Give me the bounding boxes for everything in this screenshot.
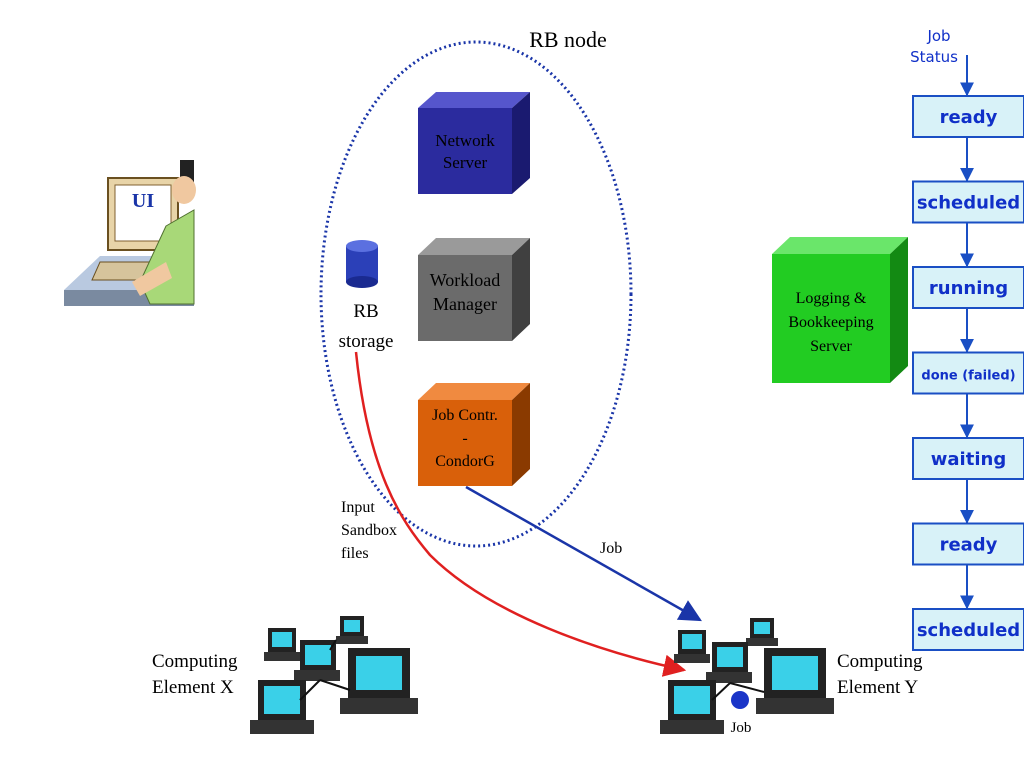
job-controller-cube[interactable]: Job Contr. - CondorG [418, 383, 530, 486]
job-submit-arrow [465, 485, 702, 622]
computing-element-x-label-2: Element X [152, 677, 234, 698]
logging-server-label-1: Logging & [796, 290, 867, 307]
computer-icon [660, 680, 724, 734]
status-box-scheduled[interactable] [912, 608, 1024, 651]
status-box-done-failed[interactable] [912, 351, 1024, 395]
computer-icon [250, 680, 314, 734]
computing-element-y-label-2: Element Y [837, 677, 918, 698]
job-controller-label-3: CondorG [435, 453, 495, 470]
computer-icon [294, 640, 340, 681]
status-label: running [929, 278, 1008, 299]
logging-server-label-2: Bookkeeping [788, 314, 873, 331]
status-label: waiting [931, 449, 1006, 470]
computer-icon [746, 618, 778, 646]
status-label: ready [940, 535, 998, 556]
network-server-label-2: Server [443, 153, 488, 172]
rb-node-boundary [319, 40, 633, 548]
status-label: done (failed) [921, 369, 1015, 384]
computer-icon [264, 628, 300, 661]
computing-element-x-label-1: Computing [152, 651, 238, 672]
workload-manager-label-2: Manager [433, 294, 497, 314]
rb-storage-label-2: storage [339, 331, 394, 352]
computer-icon [756, 648, 834, 714]
computer-icon [340, 648, 418, 714]
input-sandbox-label-2: Sandbox [341, 522, 397, 539]
ui-user-workstation[interactable]: UI [64, 160, 196, 306]
input-sandbox-arrow [354, 351, 687, 677]
job-marker-label: Job [731, 720, 752, 736]
rb-storage-label-1: RB [353, 301, 378, 322]
logging-server-label-3: Server [810, 338, 852, 355]
status-label: scheduled [917, 193, 1020, 214]
job-status-header-2: Status [910, 48, 958, 66]
job-controller-label-2: - [462, 430, 467, 447]
job-submit-label: Job [600, 540, 622, 557]
computer-icon [336, 616, 368, 644]
computing-element-y[interactable]: Job Computing Element Y [660, 618, 923, 736]
computing-element-x[interactable]: Computing Element X [152, 616, 418, 734]
network-server-label-1: Network [435, 131, 495, 150]
input-sandbox-label-3: files [341, 545, 369, 562]
input-sandbox-label-1: Input [341, 499, 375, 516]
computer-icon [674, 630, 710, 663]
workload-manager-cube[interactable]: Workload Manager [418, 238, 530, 341]
logging-bookkeeping-server-cube[interactable]: Logging & Bookkeeping Server [772, 237, 908, 383]
ui-label: UI [132, 190, 154, 212]
rb-storage-cylinder[interactable]: RB storage [339, 240, 394, 352]
workload-manager-label-1: Workload [430, 270, 501, 290]
computing-element-y-label-1: Computing [837, 651, 923, 672]
job-marker-dot[interactable] [731, 691, 749, 709]
network-server-cube[interactable]: Network Server [418, 92, 530, 194]
job-controller-label-1: Job Contr. [432, 407, 498, 424]
job-status-column: Job Status ready scheduled running done (fa… [910, 27, 1024, 651]
rb-node-title: RB node [529, 27, 607, 52]
status-box-scheduled[interactable] [912, 180, 1024, 224]
status-label: ready [940, 107, 998, 128]
job-status-header-1: Job [926, 27, 950, 45]
status-label: scheduled [917, 620, 1020, 641]
status-box-running[interactable] [912, 266, 1024, 309]
status-box-ready[interactable] [912, 522, 1024, 566]
status-box-ready[interactable] [912, 95, 1024, 138]
status-box-waiting[interactable] [912, 437, 1024, 480]
computer-icon [706, 642, 752, 683]
